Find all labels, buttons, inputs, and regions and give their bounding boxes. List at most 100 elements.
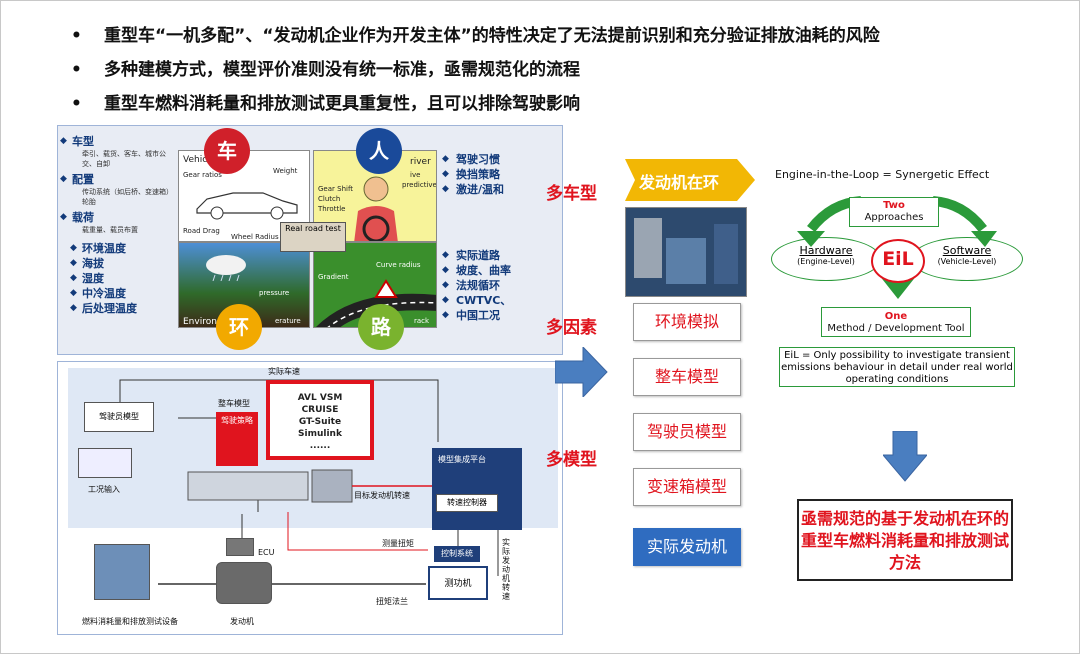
quad-label: erature	[275, 317, 301, 325]
quad-label: ive	[410, 171, 421, 179]
env-factor: 环境温度	[70, 241, 176, 256]
bullet-text: 重型车“一机多配”、“发动机企业作为开发主体”的特性决定了无法提前识别和充分验证…	[104, 26, 880, 46]
engine-label: 发动机	[230, 617, 254, 626]
engine-level-label: (Engine-Level)	[797, 257, 855, 266]
hardware-label: Hardware	[799, 244, 853, 257]
tool-name: CRUISE	[301, 405, 339, 415]
factor-subtext: 载重量、载员布置	[82, 226, 138, 234]
bullet-text: 重型车燃料消耗量和排放测试更具重复性，且可以排除驾驶影响	[104, 94, 580, 114]
quad-label: rack	[414, 317, 430, 325]
label-multi-factor: 多因素	[546, 318, 597, 338]
hardware-ellipse: Hardware (Engine-Level)	[771, 237, 881, 281]
road-factor: 法规循环	[442, 278, 560, 293]
one-label: One	[884, 311, 908, 322]
tool-name: ......	[309, 441, 331, 451]
right-arrow-icon	[555, 347, 608, 397]
factor-subtext: 传动系统（如后桥、变速箱）	[82, 188, 173, 196]
engine-test-bench-photo	[625, 207, 747, 297]
model-driver: 驾驶员模型	[633, 413, 741, 451]
real-road-test-inset: Real road test	[280, 222, 346, 252]
vehicle-factor-list: 车型 牵引、载货、客车、城市公交、自卸 配置 传动系统（如后桥、变速箱） 轮胎 …	[58, 134, 176, 316]
quad-label: Gear Shift	[318, 185, 354, 193]
cloud-icon	[206, 255, 246, 281]
road-factor-list: 实际道路 坡度、曲率 法规循环 CWTVC、 中国工况	[442, 248, 560, 323]
engine-image	[216, 562, 272, 604]
bullet-marker: •	[71, 94, 82, 114]
env-factor: 后处理温度	[70, 301, 176, 316]
quad-label: Vehicle	[183, 155, 216, 165]
driver-factor-list: 驾驶习惯 换挡策略 激进/温和	[442, 152, 560, 197]
driver-factor: 驾驶习惯	[442, 152, 560, 167]
two-approaches-box: Two Approaches	[849, 197, 939, 227]
car-icon	[196, 192, 298, 220]
measured-torque-label: 测量扭矩	[382, 539, 414, 548]
tool-name: Simulink	[298, 429, 342, 439]
road-factor: 实际道路	[442, 248, 560, 263]
factor-config: 配置	[60, 172, 176, 187]
model-environment-sim: 环境模拟	[633, 303, 741, 341]
vehicle-model-label: 整车模型	[218, 399, 250, 408]
factor-subtext: 牵引、载货、客车、城市公交、自卸	[82, 150, 166, 168]
quad-label: Clutch	[318, 195, 341, 203]
factor-vehicle-type: 车型	[60, 134, 176, 149]
torque-flange-label: 扭矩法兰	[376, 597, 408, 606]
quad-label: Road Drag	[183, 227, 220, 235]
real-road-test-label: Real road test	[285, 224, 341, 233]
driver-factor: 换挡策略	[442, 167, 560, 182]
system-wiring	[119, 379, 499, 585]
factor-subtext: 轮胎	[82, 198, 96, 206]
driver-model-box: 驾驶员模型	[84, 402, 154, 432]
ecu-module	[226, 538, 254, 556]
system-diagram: 实际车速 驾驶员模型 整车模型 驾驶策略 AVL VSM CRUISE GT-S…	[57, 361, 563, 635]
condition-input-label: 工况输入	[88, 485, 120, 494]
conclusion-box: 亟需规范的基于发动机在环的重型车燃料消耗量和排放测试方法	[797, 499, 1013, 581]
label-multi-vehicle: 多车型	[546, 184, 597, 204]
eil-title: Engine-in-the-Loop = Synergetic Effect	[775, 168, 990, 181]
quad-label: Gear ratios	[183, 171, 222, 179]
factor-panel: 车型 牵引、载货、客车、城市公交、自卸 配置 传动系统（如后桥、变速箱） 轮胎 …	[57, 125, 563, 355]
model-gearbox: 变速箱模型	[633, 468, 741, 506]
road-factor: CWTVC、	[442, 293, 560, 308]
approaches-label: Approaches	[864, 212, 924, 223]
quad-label: Gradient	[318, 273, 349, 281]
quad-label: Throttle	[318, 205, 346, 213]
speed-controller-box: 转速控制器	[436, 494, 498, 512]
quad-label: pressure	[259, 289, 290, 297]
model-vehicle: 整车模型	[633, 358, 741, 396]
two-label: Two	[883, 200, 905, 211]
eil-note: EiL = Only possibility to investigate tr…	[779, 347, 1015, 387]
software-ellipse: Software (Vehicle-Level)	[911, 237, 1023, 281]
env-factor: 海拔	[70, 256, 176, 271]
circle-person: 人	[356, 128, 402, 174]
actual-speed-label: 实际车速	[268, 367, 300, 376]
equipment-label: 燃料消耗量和排放测试设备	[82, 617, 178, 626]
label-multi-model: 多模型	[546, 450, 597, 470]
road-factor: 中国工况	[442, 308, 560, 323]
condition-chart	[78, 448, 132, 478]
env-factor: 湿度	[70, 271, 176, 286]
driver-factor: 激进/温和	[442, 182, 560, 197]
eil-center-badge: EiL	[871, 239, 925, 283]
dynamometer-box: 测功机	[428, 566, 488, 600]
vehicle-level-label: (Vehicle-Level)	[937, 257, 997, 266]
integration-platform: 模型集成平台	[432, 448, 522, 530]
tool-name: AVL VSM	[297, 393, 343, 403]
driver-figure-icon	[354, 176, 398, 241]
platform-label: 模型集成平台	[438, 455, 486, 464]
method-label: Method / Development Tool	[827, 323, 965, 334]
circle-road: 路	[358, 304, 404, 350]
road-factor: 坡度、曲率	[442, 263, 560, 278]
bullet-marker: •	[71, 26, 82, 46]
target-speed-label: 目标发动机转速	[354, 491, 410, 500]
factor-load: 载荷	[60, 210, 176, 225]
control-system-box: 控制系统	[434, 546, 480, 562]
actual-engine-speed-label: 实际发动机转速	[502, 538, 510, 601]
driving-strategy-box: 驾驶策略	[216, 412, 258, 466]
quad-label: predictive	[402, 181, 437, 189]
driving-strategy-label: 驾驶策略	[221, 416, 253, 425]
ecu-label: ECU	[258, 548, 275, 557]
quad-label: Environ	[183, 317, 217, 327]
test-equipment-image	[94, 544, 150, 600]
quad-label: Wheel Radius	[231, 233, 279, 241]
